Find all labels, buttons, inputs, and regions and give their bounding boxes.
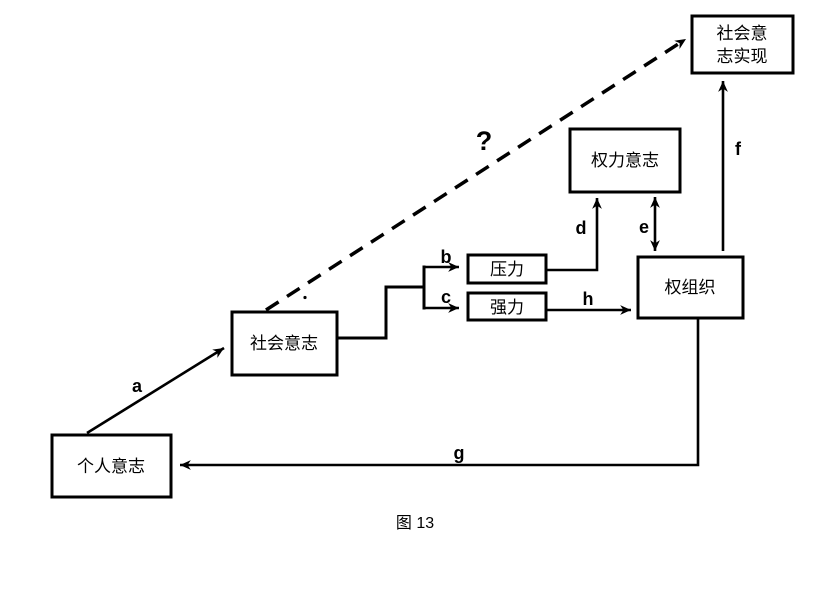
- box-personal-will: 个人意志: [50, 433, 173, 499]
- edge-label-g: g: [454, 443, 465, 463]
- box-force-rect: [466, 291, 548, 322]
- box-pressure-rect: [466, 253, 548, 285]
- edge-d-arrow: d: [546, 198, 602, 272]
- edge-e-double-arrow: e: [639, 197, 660, 251]
- box-pressure: 压力: [466, 253, 548, 285]
- box-pressure-label: 压力: [490, 260, 524, 279]
- edge-a-line: [86, 346, 225, 435]
- box-social-will-rect: [230, 310, 339, 377]
- box-social-will-label: 社会意志: [250, 334, 318, 353]
- stray-dot: [303, 295, 307, 300]
- edge-label-f: f: [735, 139, 742, 159]
- edge-label-h: h: [583, 289, 594, 309]
- edge-question-dashed-arrow: ?: [265, 37, 687, 312]
- box-social-will-realized-rect: [690, 14, 795, 75]
- edge-f-arrow: f: [718, 81, 742, 251]
- box-social-will-realized-line2: 志实现: [717, 47, 768, 66]
- edge-c-arrow: c: [424, 287, 459, 313]
- edge-label-a: a: [132, 376, 143, 396]
- edge-label-c: c: [441, 287, 451, 307]
- box-social-will-realized: 社会意 志实现: [690, 14, 795, 75]
- box-social-will: 社会意志: [230, 310, 339, 377]
- box-power-will-label: 权力意志: [591, 151, 659, 170]
- dashed-arrow-line: [265, 37, 687, 312]
- edge-h-arrow: h: [546, 289, 631, 315]
- box-power-will: 权力意志: [568, 127, 682, 194]
- social-will-branch-connector: [337, 285, 423, 340]
- box-power-org: 权组织: [636, 255, 745, 320]
- box-personal-will-label: 个人意志: [77, 457, 145, 476]
- box-personal-will-rect: [50, 433, 173, 499]
- edge-label-d: d: [576, 218, 587, 238]
- box-social-will-realized-line1: 社会意: [717, 24, 768, 43]
- edge-label-e: e: [639, 217, 649, 237]
- edge-label-question: ?: [476, 126, 493, 156]
- edge-g-line: [180, 318, 700, 470]
- edge-label-b: b: [441, 247, 452, 267]
- box-power-org-rect: [636, 255, 745, 320]
- box-force-label: 强力: [490, 298, 524, 317]
- edge-b-arrow: b: [424, 247, 459, 272]
- edge-a-arrow: a: [86, 346, 225, 435]
- box-power-will-rect: [568, 127, 682, 194]
- figure-caption: 图 13: [396, 515, 434, 532]
- edge-d-line: [546, 198, 602, 272]
- edge-g-arrow: g: [180, 318, 700, 470]
- box-force: 强力: [466, 291, 548, 322]
- box-power-org-label: 权组织: [665, 278, 716, 297]
